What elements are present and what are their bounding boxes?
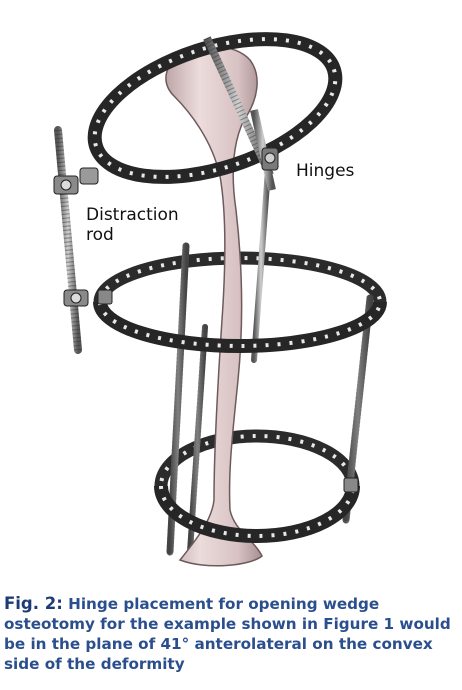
fixator-illustration <box>53 32 387 567</box>
caption-text: Hinge placement for opening wedge osteot… <box>4 595 451 673</box>
distraction-rod-label-line1: Distraction <box>86 205 179 225</box>
figure-caption: Fig. 2: Hinge placement for opening wedg… <box>4 594 456 674</box>
hinges-label: Hinges <box>296 161 355 181</box>
distraction-rod-label-line2: rod <box>86 225 114 245</box>
middle-ring-front <box>93 289 387 353</box>
tibia-bone <box>165 45 263 567</box>
threaded-rods <box>166 167 374 556</box>
top-ring <box>87 32 343 184</box>
distraction-rod <box>53 126 99 354</box>
hinge-rods <box>203 36 279 191</box>
figure-number: Fig. 2: <box>4 594 63 613</box>
bottom-ring-front <box>154 477 360 543</box>
distraction-rod-label: Distraction rod <box>86 205 179 245</box>
